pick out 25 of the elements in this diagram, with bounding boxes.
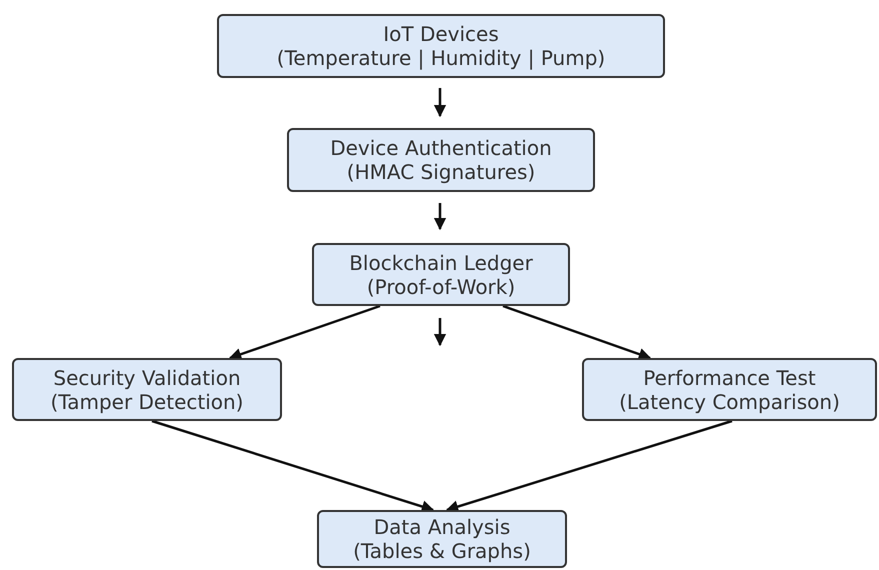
box-title: Security Validation bbox=[53, 366, 241, 390]
arrow bbox=[152, 420, 434, 513]
box-subtitle: (Tamper Detection) bbox=[50, 390, 244, 414]
box-title: Device Authentication bbox=[330, 136, 552, 160]
arrow bbox=[434, 318, 446, 346]
process-box bbox=[12, 358, 282, 421]
process-box bbox=[312, 243, 570, 306]
arrow bbox=[434, 88, 446, 118]
arrow bbox=[434, 203, 446, 230]
box-title: Data Analysis bbox=[374, 515, 510, 539]
arrow bbox=[446, 420, 732, 513]
arrow bbox=[228, 304, 380, 360]
box-subtitle: (Temperature | Humidity | Pump) bbox=[276, 46, 606, 70]
process-box bbox=[317, 510, 567, 568]
box-subtitle: (Latency Comparison) bbox=[619, 390, 840, 414]
box-subtitle: (Tables & Graphs) bbox=[353, 539, 531, 563]
process-box bbox=[287, 128, 595, 192]
box-subtitle: (HMAC Signatures) bbox=[346, 160, 536, 184]
process-box bbox=[217, 14, 665, 78]
box-title: IoT Devices bbox=[383, 22, 499, 46]
box-subtitle: (Proof-of-Work) bbox=[366, 274, 516, 298]
process-box bbox=[582, 358, 877, 421]
box-title: Blockchain Ledger bbox=[349, 250, 533, 274]
box-title: Performance Test bbox=[643, 366, 816, 390]
arrow bbox=[502, 304, 652, 360]
